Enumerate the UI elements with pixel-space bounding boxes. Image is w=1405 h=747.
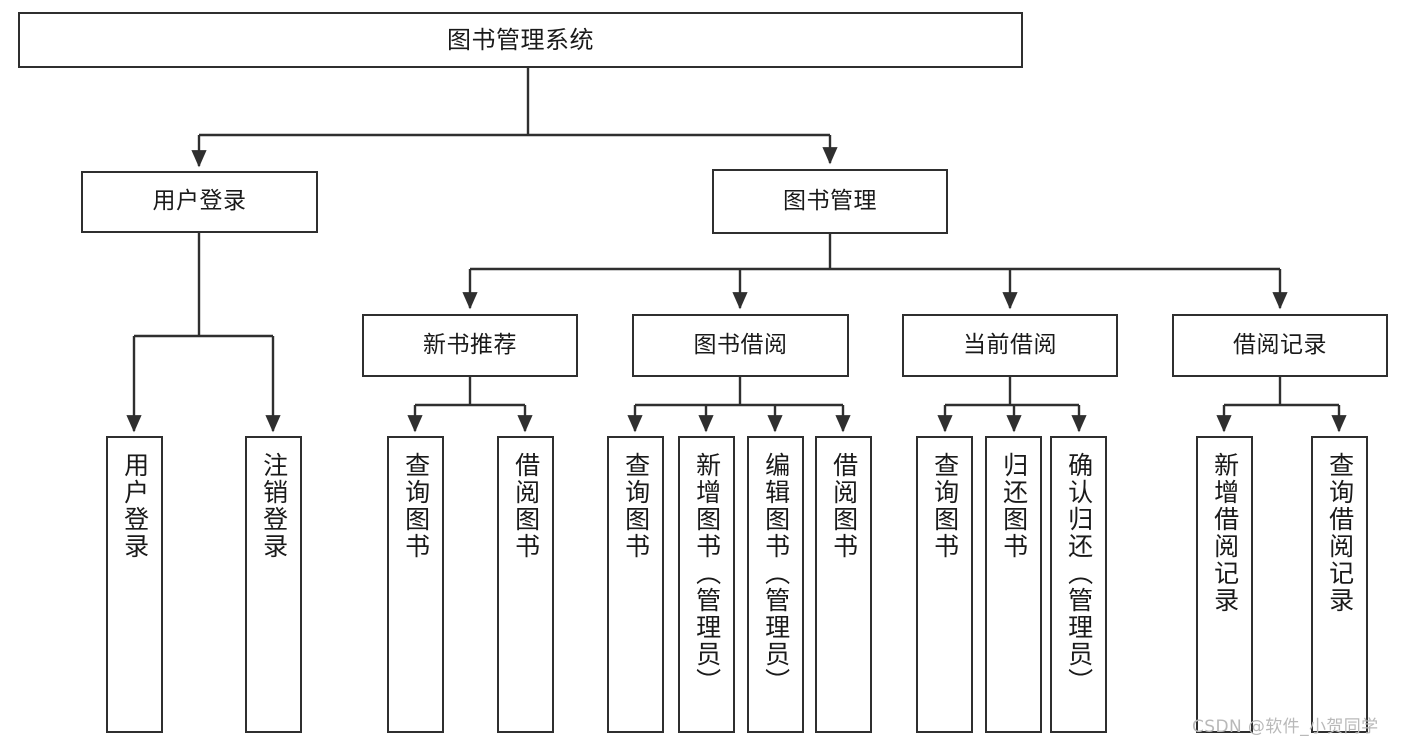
node-root-book-management-system[interactable]: 图书管理系统 [18,12,1023,68]
leaf-borrow-book-recommend[interactable]: 借阅图书 [497,436,554,733]
node-label: 查询图书 [621,452,651,560]
node-label: 编辑图书（管理员） [761,452,791,695]
leaf-logout[interactable]: 注销登录 [245,436,302,733]
node-label: 新书推荐 [423,331,517,358]
node-label: 注销登录 [259,452,289,560]
csdn-watermark: CSDN @软件_小贺同学 [1192,717,1379,737]
node-label: 查询图书 [401,452,431,560]
node-book-borrow[interactable]: 图书借阅 [632,314,849,377]
node-current-borrow[interactable]: 当前借阅 [902,314,1118,377]
node-label: 确认归还（管理员） [1064,452,1094,695]
node-label: 用户登录 [120,452,150,560]
node-label: 新增图书（管理员） [692,452,722,695]
leaf-query-book-current[interactable]: 查询图书 [916,436,973,733]
node-label: 借阅图书 [511,452,541,560]
node-label: 归还图书 [999,452,1029,560]
node-new-book-recommend[interactable]: 新书推荐 [362,314,578,377]
node-book-management[interactable]: 图书管理 [712,169,948,234]
leaf-query-book-borrow[interactable]: 查询图书 [607,436,664,733]
node-label: 借阅图书 [829,452,859,560]
node-label: 图书管理系统 [447,25,594,54]
node-borrow-record[interactable]: 借阅记录 [1172,314,1388,377]
leaf-edit-book-admin[interactable]: 编辑图书（管理员） [747,436,804,733]
leaf-user-login[interactable]: 用户登录 [106,436,163,733]
leaf-return-book[interactable]: 归还图书 [985,436,1042,733]
leaf-add-borrow-record[interactable]: 新增借阅记录 [1196,436,1253,733]
leaf-confirm-return-admin[interactable]: 确认归还（管理员） [1050,436,1107,733]
leaf-query-book-recommend[interactable]: 查询图书 [387,436,444,733]
node-label: 查询借阅记录 [1325,452,1355,614]
node-label: 图书借阅 [693,331,788,358]
node-user-login[interactable]: 用户登录 [81,171,318,233]
node-label: 借阅记录 [1233,331,1327,358]
node-label: 新增借阅记录 [1210,452,1240,614]
node-label: 当前借阅 [963,331,1057,358]
leaf-borrow-book[interactable]: 借阅图书 [815,436,872,733]
node-label: 图书管理 [783,187,877,214]
leaf-query-borrow-record[interactable]: 查询借阅记录 [1311,436,1368,733]
node-label: 查询图书 [930,452,960,560]
leaf-add-book-admin[interactable]: 新增图书（管理员） [678,436,735,733]
node-label: 用户登录 [152,188,247,215]
